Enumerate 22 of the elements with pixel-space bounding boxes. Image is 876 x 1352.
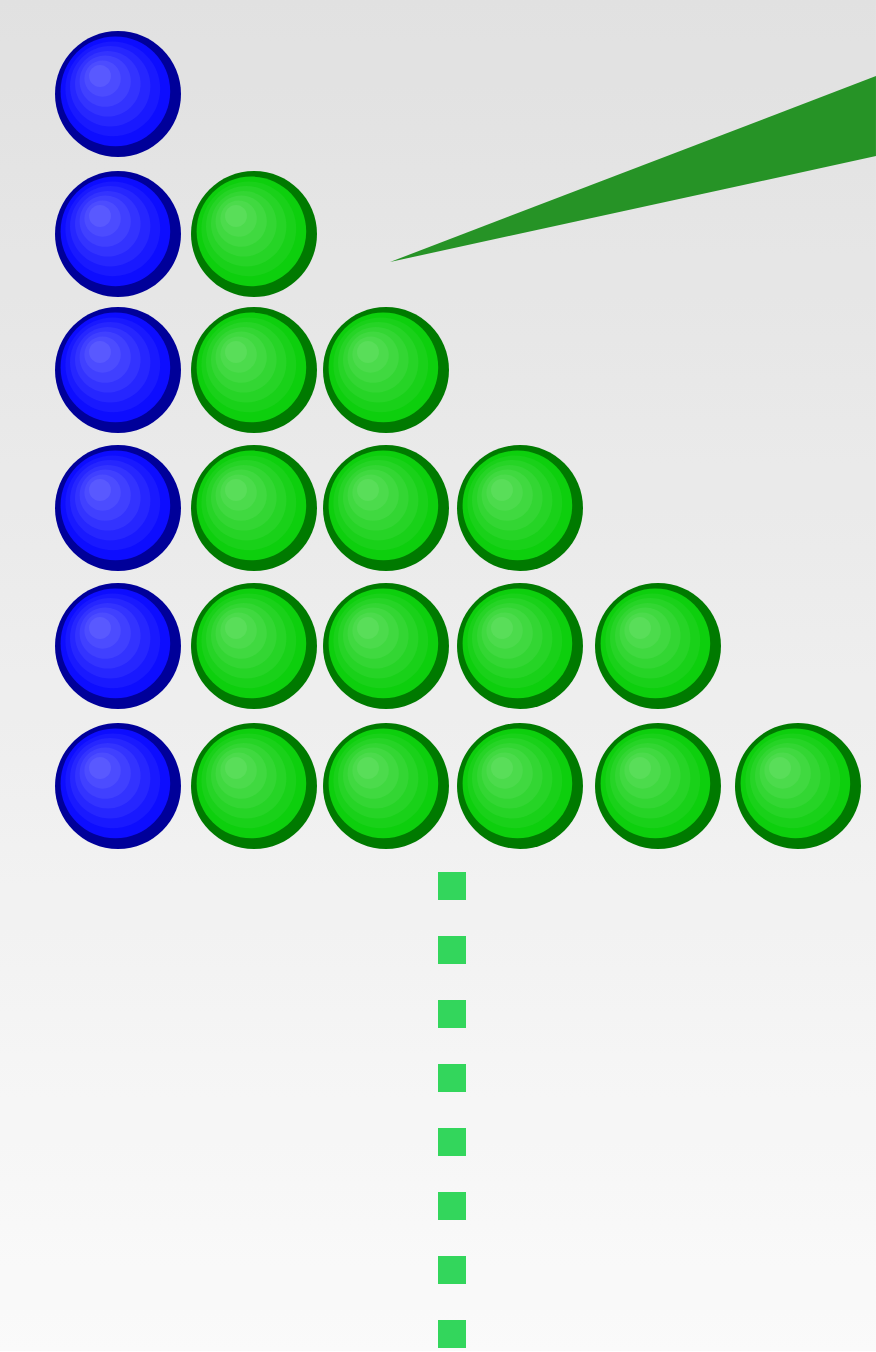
ball bbox=[323, 307, 449, 433]
ball bbox=[191, 583, 317, 709]
ball bbox=[55, 171, 181, 297]
ball bbox=[191, 171, 317, 297]
ball bbox=[595, 583, 721, 709]
ball bbox=[735, 723, 861, 849]
ball bbox=[595, 723, 721, 849]
ball bbox=[55, 445, 181, 571]
ball bbox=[55, 307, 181, 433]
ball bbox=[457, 583, 583, 709]
ball bbox=[55, 583, 181, 709]
ball bbox=[191, 307, 317, 433]
ball bbox=[55, 31, 181, 157]
ball bbox=[191, 445, 317, 571]
ball bbox=[323, 583, 449, 709]
callout-pointer bbox=[390, 76, 876, 262]
ball bbox=[323, 445, 449, 571]
ball bbox=[191, 723, 317, 849]
ball bbox=[457, 445, 583, 571]
ball bbox=[323, 723, 449, 849]
ball bbox=[55, 723, 181, 849]
ball bbox=[457, 723, 583, 849]
